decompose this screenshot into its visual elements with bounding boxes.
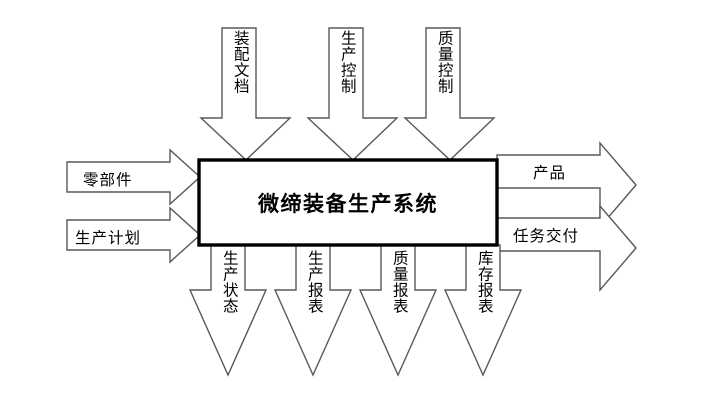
input-label-1: 零部件 bbox=[83, 171, 133, 189]
center-process-label: 微缔装备生产系统 bbox=[258, 191, 438, 216]
mechanism-arrow-2 bbox=[273, 244, 353, 377]
control-label-3: 质量控制 bbox=[435, 30, 454, 94]
control-arrow-1 bbox=[199, 27, 292, 161]
mechanism-arrow-1 bbox=[188, 244, 268, 377]
control-arrow-2 bbox=[306, 27, 399, 161]
output-arrow-2 bbox=[496, 204, 637, 292]
mechanism-label-4: 库存报表 bbox=[475, 250, 494, 314]
input-arrow-1 bbox=[66, 148, 202, 206]
control-label-2: 生产控制 bbox=[338, 30, 357, 94]
output-label-1: 产品 bbox=[533, 164, 567, 182]
mechanism-label-3: 质量报表 bbox=[390, 250, 409, 314]
mechanism-label-1: 生产状态 bbox=[220, 250, 239, 314]
control-arrow-3 bbox=[403, 27, 496, 161]
mechanism-arrow-4 bbox=[443, 244, 523, 377]
output-arrow-1 bbox=[496, 141, 637, 229]
control-label-1: 装配文档 bbox=[231, 30, 250, 94]
input-arrow-2 bbox=[66, 206, 202, 264]
mechanism-label-2: 生产报表 bbox=[305, 250, 324, 314]
center-process-box bbox=[197, 158, 499, 247]
input-label-2: 生产计划 bbox=[75, 229, 142, 247]
output-label-2: 任务交付 bbox=[513, 227, 580, 245]
mechanism-arrow-3 bbox=[358, 244, 438, 377]
